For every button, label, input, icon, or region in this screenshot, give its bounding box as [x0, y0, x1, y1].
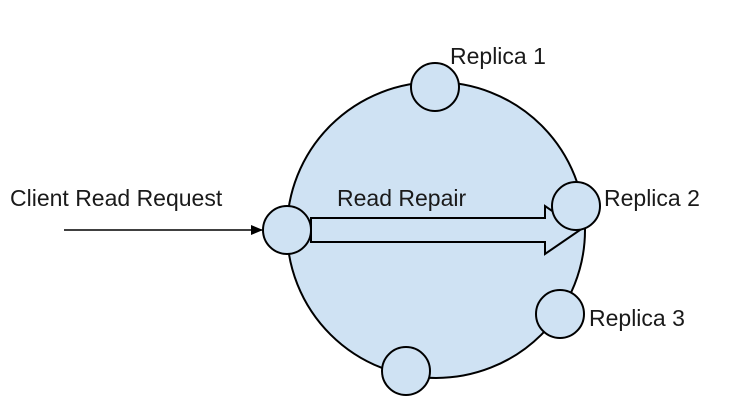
replica-1-node[interactable] [410, 62, 460, 112]
coordinator-node[interactable] [262, 205, 312, 255]
client-request-label: Client Read Request [10, 185, 223, 211]
read-repair-arrow [310, 204, 582, 256]
replica-1-label: Replica 1 [450, 43, 546, 69]
bottom-node[interactable] [381, 346, 431, 396]
replica-2-node[interactable] [551, 181, 601, 231]
replica-3-node[interactable] [535, 289, 585, 339]
replica-3-label: Replica 3 [589, 305, 685, 331]
read-repair-label: Read Repair [337, 185, 466, 211]
replica-2-label: Replica 2 [604, 185, 700, 211]
